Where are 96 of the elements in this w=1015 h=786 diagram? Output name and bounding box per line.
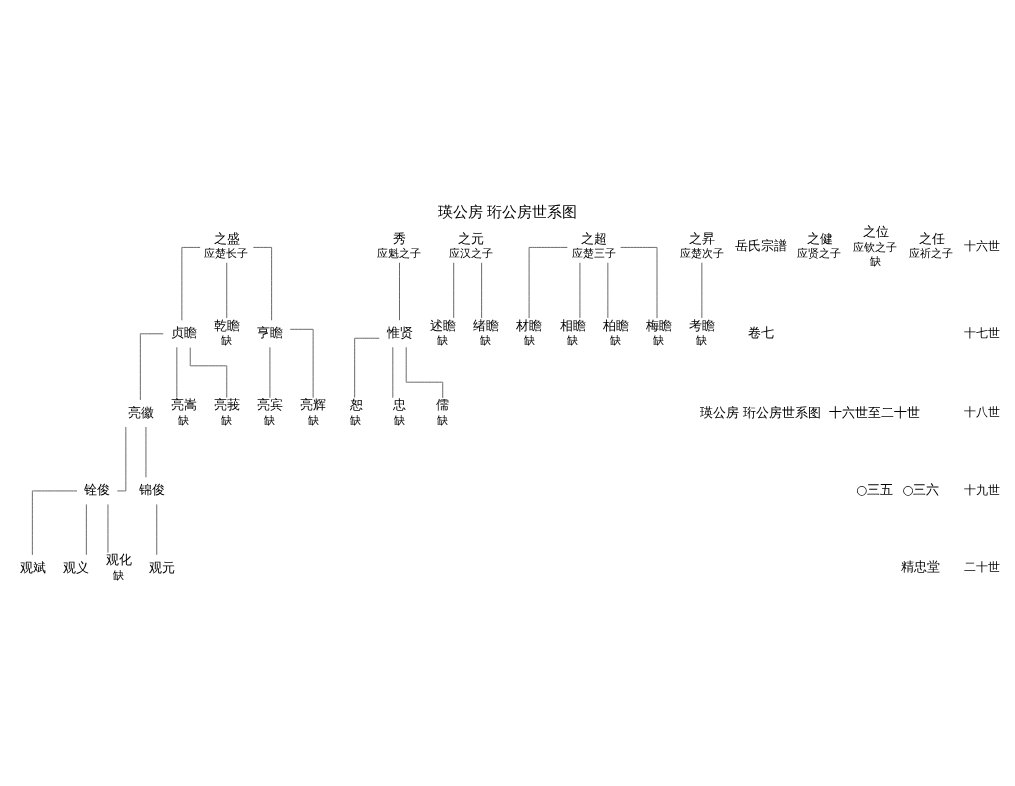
connector (189, 347, 228, 399)
node-text: 观义 (62, 559, 89, 575)
node-text: 梅瞻 (646, 317, 673, 333)
node-label: 应楚次子 (679, 247, 724, 261)
node-text: 惟贤 (386, 325, 413, 341)
node-text: 之昇 (689, 231, 716, 247)
node-label: 缺 (566, 334, 578, 348)
connector (481, 262, 483, 319)
node-text: 忠 (392, 397, 406, 413)
node-text: 贞瞻 (170, 325, 197, 341)
node-text: 亨瞻 (257, 325, 284, 341)
node-text: 恕 (349, 397, 363, 413)
connector (579, 262, 581, 319)
node-text: 观元 (149, 559, 176, 575)
node-text: 亮徽 (127, 404, 154, 420)
node-label: 缺 (264, 413, 276, 427)
connector (107, 504, 109, 554)
connector (85, 504, 87, 556)
node-label: 应钦之子 (853, 240, 898, 254)
node-text: 之任 (918, 231, 945, 247)
label: 瑛公房 珩公房世系图 (700, 404, 822, 420)
connector (453, 262, 455, 319)
node-label: 缺 (436, 413, 448, 427)
connector (289, 328, 314, 399)
node-text: 观化 (106, 552, 133, 568)
node-label: 应贤之子 (797, 247, 842, 261)
node-text: 之健 (806, 231, 833, 247)
connector (607, 262, 609, 319)
connector (399, 262, 400, 321)
connector (139, 333, 164, 401)
node-label: 缺 (393, 413, 405, 427)
node-label: 缺 (307, 413, 319, 427)
label: 岳氏宗譜 (734, 238, 787, 254)
node-text: 绪瞻 (473, 317, 500, 333)
node-label: 缺 (437, 334, 449, 348)
node-text: 相瞻 (559, 317, 586, 333)
connector (620, 246, 658, 319)
node-label: 应祈之子 (908, 247, 953, 261)
node-label: 缺 (480, 334, 492, 348)
node-label: 缺 (221, 334, 233, 348)
node-label: 缺 (696, 334, 708, 348)
label: 十六世至二十世 (829, 404, 921, 420)
label: 十八世 (963, 405, 1000, 420)
node-text: 乾瞻 (214, 317, 241, 333)
label: 十六世 (963, 238, 1000, 253)
node-label: 应汉之子 (448, 247, 493, 261)
label: ○三五 (856, 481, 894, 497)
node-text: 之超 (581, 231, 608, 247)
node-text: 之元 (458, 231, 485, 247)
node-label: 缺 (221, 413, 233, 427)
node-label: 应楚长子 (204, 247, 249, 261)
label: 十九世 (963, 482, 1000, 497)
node-text: 亮宾 (257, 397, 284, 413)
connector (176, 346, 178, 399)
label: 精忠堂 (901, 559, 941, 575)
label: 二十世 (963, 560, 1000, 575)
node-label: 应楚三子 (571, 247, 616, 261)
connector (156, 504, 158, 556)
connector (701, 262, 703, 319)
node-text: 秀 (393, 231, 407, 247)
node-text: 述瞻 (430, 317, 457, 333)
node-label: 缺 (523, 334, 535, 348)
node-text: 柏瞻 (602, 317, 629, 333)
connector (354, 337, 380, 398)
node-label: 缺 (177, 413, 189, 427)
connector (252, 246, 273, 321)
connector (226, 262, 228, 319)
node-label: 缺 (653, 334, 665, 348)
label: ○三六 (902, 481, 940, 497)
node-text: 考瞻 (689, 317, 716, 333)
label: 十七世 (963, 325, 1000, 340)
connector (392, 346, 394, 399)
node-label: 缺 (869, 254, 881, 268)
node-text: 铨俊 (84, 482, 111, 498)
node-label: 应魁之子 (377, 247, 422, 261)
node-text: 亮莪 (214, 397, 241, 413)
node-text: 材瞻 (516, 317, 543, 333)
connector (31, 490, 78, 556)
node-text: 锦俊 (138, 482, 165, 498)
node-label: 缺 (113, 568, 125, 582)
node-label: 缺 (350, 413, 362, 427)
node-label: 缺 (609, 334, 621, 348)
node-text: 观斌 (19, 559, 46, 575)
connector (145, 426, 147, 478)
connector (116, 426, 127, 492)
node-text: 之盛 (214, 231, 241, 247)
connector (181, 246, 201, 321)
node-text: 儒 (436, 397, 450, 413)
connector (405, 346, 444, 399)
diagram-title: 瑛公房 珩公房世系图 (437, 202, 578, 221)
label: 卷七 (747, 324, 774, 340)
node-text: 之位 (862, 224, 889, 240)
node-text: 亮嵩 (170, 397, 197, 413)
node-text: 亮辉 (300, 397, 327, 413)
connector (269, 346, 271, 399)
connector (528, 246, 568, 319)
